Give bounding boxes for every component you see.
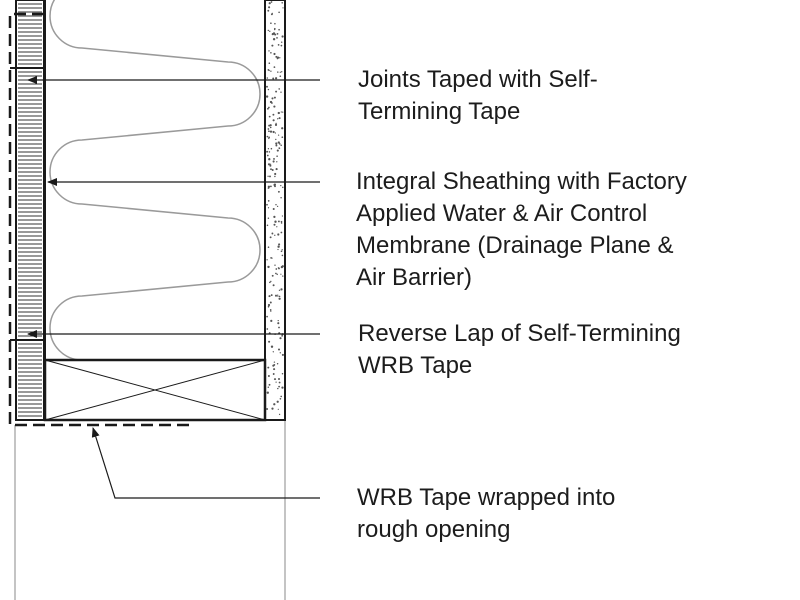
callout-line: rough opening bbox=[357, 516, 511, 543]
callout-line: WRB Tape wrapped into bbox=[357, 484, 616, 511]
callout-line: WRB Tape bbox=[358, 352, 473, 379]
callout-line: Termining Tape bbox=[358, 98, 521, 125]
callout-line: Integral Sheathing with Factory bbox=[356, 168, 687, 195]
callout-line: Applied Water & Air Control bbox=[356, 200, 648, 227]
callout-joints-taped: Joints Taped with Self- Termining Tape bbox=[358, 64, 598, 128]
callout-line: Reverse Lap of Self-Termining bbox=[358, 320, 681, 347]
callout-line: Air Barrier) bbox=[356, 264, 473, 291]
callout-reverse-lap: Reverse Lap of Self-Termining WRB Tape bbox=[358, 318, 681, 382]
callout-line: Joints Taped with Self- bbox=[358, 66, 598, 93]
callout-wrb-tape-wrapped: WRB Tape wrapped into rough opening bbox=[357, 482, 615, 546]
interior-drywall bbox=[264, 0, 286, 421]
leader-wrb-tape-wrapped bbox=[91, 427, 320, 499]
callout-integral-sheathing: Integral Sheathing with Factory Applied … bbox=[356, 166, 687, 294]
exterior-sheathing bbox=[15, 0, 45, 421]
batt-insulation bbox=[49, 0, 261, 360]
callout-line: Membrane (Drainage Plane & bbox=[356, 232, 674, 259]
wrb-tape-dashed-line bbox=[8, 12, 190, 427]
bottom-plate bbox=[43, 358, 267, 422]
